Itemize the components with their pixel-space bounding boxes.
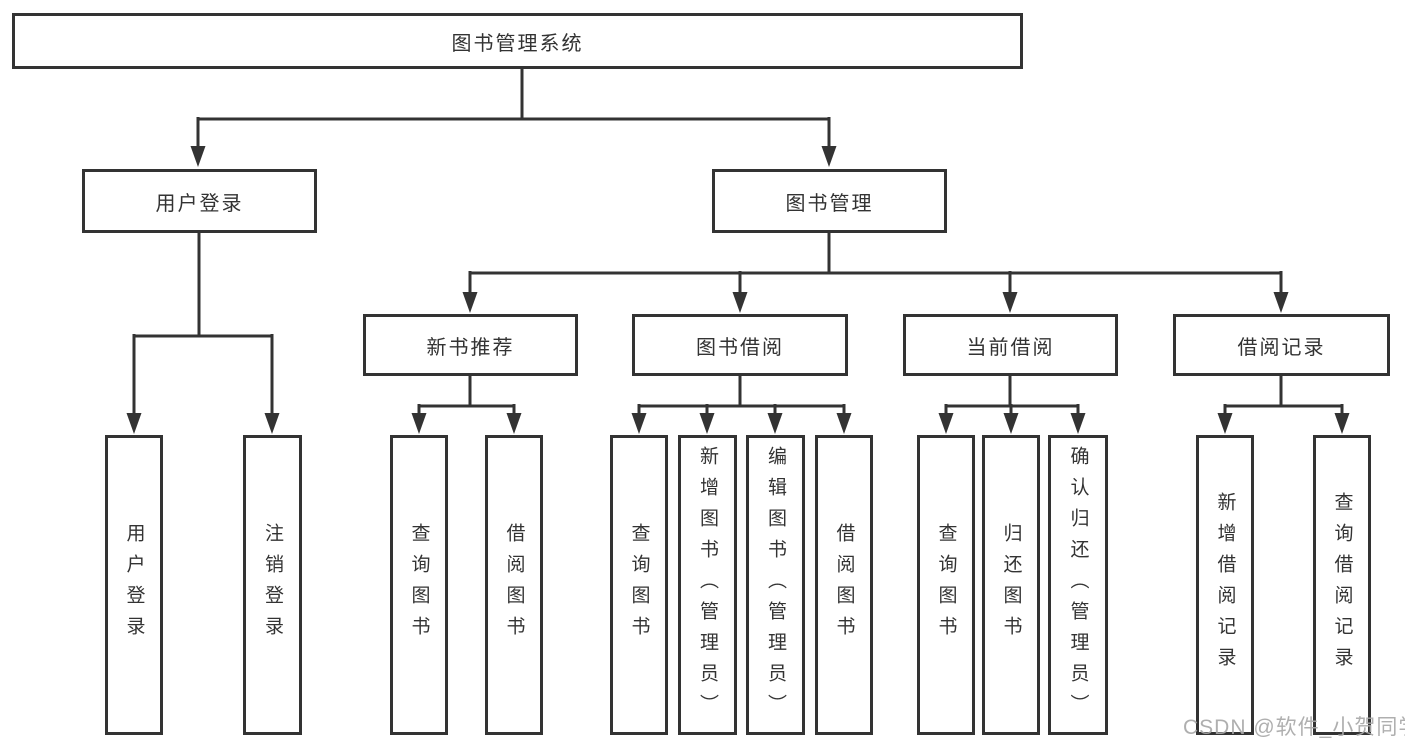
leaf-borrow-borrow-books: 借阅图书 xyxy=(815,435,873,735)
leaf-borrow-add-books-admin: 新增图书（管理员） xyxy=(678,435,737,735)
leaf-borrow-query-books-label: 查询图书 xyxy=(628,523,650,647)
leaf-current-confirm-return-admin-label: 确认归还（管理员） xyxy=(1067,445,1089,725)
leaf-borrow-query-books: 查询图书 xyxy=(610,435,668,735)
node-borrowing-records: 借阅记录 xyxy=(1173,314,1390,376)
leaf-logout-login: 注销登录 xyxy=(243,435,302,735)
csdn-watermark: CSDN @软件_小贺同学 xyxy=(1183,716,1405,739)
leaf-current-return-books: 归还图书 xyxy=(982,435,1040,735)
leaf-borrow-edit-books-admin-label: 编辑图书（管理员） xyxy=(765,445,786,725)
node-book-borrowing: 图书借阅 xyxy=(632,314,848,376)
leaf-records-add-record-label: 新增借阅记录 xyxy=(1214,492,1236,678)
leaf-records-add-record: 新增借阅记录 xyxy=(1196,435,1254,735)
leaf-borrow-add-books-admin-label: 新增图书（管理员） xyxy=(697,445,718,725)
leaf-rec-query-books: 查询图书 xyxy=(390,435,448,735)
leaf-records-query-record: 查询借阅记录 xyxy=(1313,435,1371,735)
node-user-login: 用户登录 xyxy=(82,169,317,233)
node-new-book-recommendation: 新书推荐 xyxy=(363,314,578,376)
leaf-rec-borrow-books: 借阅图书 xyxy=(485,435,543,735)
leaf-current-confirm-return-admin: 确认归还（管理员） xyxy=(1048,435,1108,735)
leaf-current-return-books-label: 归还图书 xyxy=(1000,523,1022,647)
leaf-borrow-edit-books-admin: 编辑图书（管理员） xyxy=(746,435,805,735)
leaf-rec-borrow-books-label: 借阅图书 xyxy=(503,523,525,647)
leaf-current-query-books-label: 查询图书 xyxy=(935,523,957,647)
leaf-records-query-record-label: 查询借阅记录 xyxy=(1331,492,1353,678)
leaf-borrow-borrow-books-label: 借阅图书 xyxy=(833,523,855,647)
leaf-user-login: 用户登录 xyxy=(105,435,163,735)
leaf-rec-query-books-label: 查询图书 xyxy=(408,523,430,647)
node-book-management: 图书管理 xyxy=(712,169,947,233)
node-current-borrowing: 当前借阅 xyxy=(903,314,1118,376)
leaf-current-query-books: 查询图书 xyxy=(917,435,975,735)
leaf-logout-login-label: 注销登录 xyxy=(262,523,283,647)
leaf-user-login-label: 用户登录 xyxy=(123,523,145,647)
node-library-management-system: 图书管理系统 xyxy=(12,13,1023,69)
